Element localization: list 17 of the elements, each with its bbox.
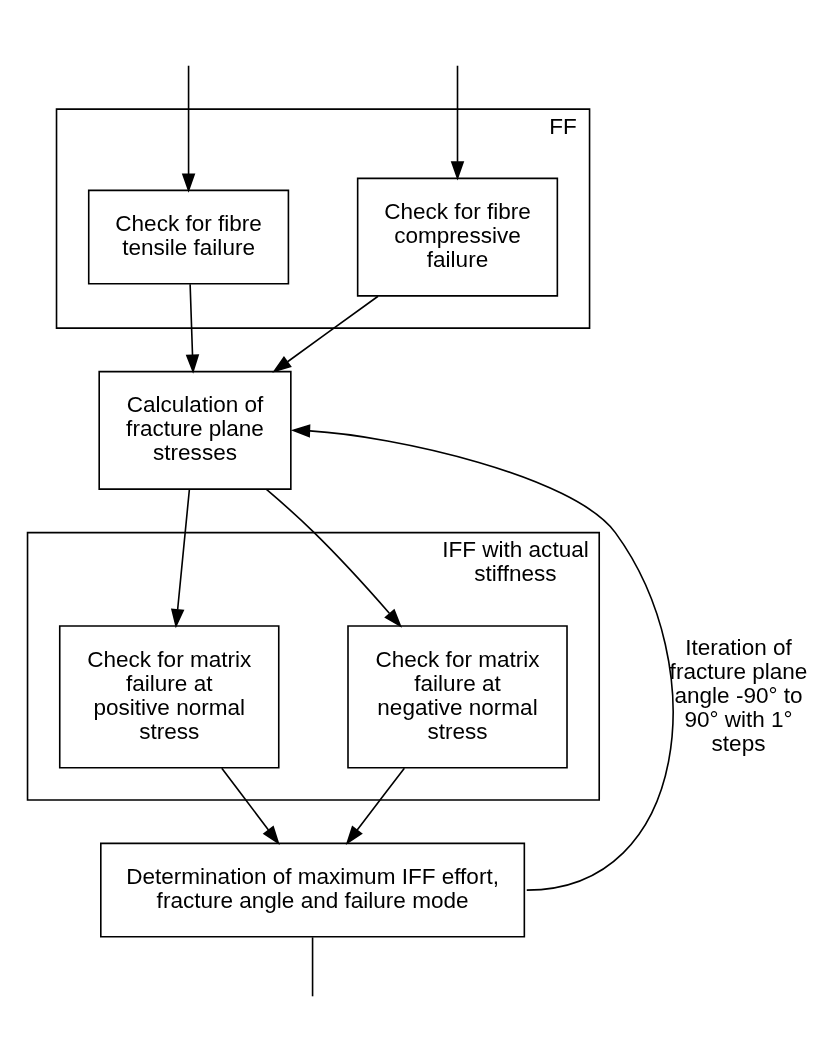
arrow [185, 283, 200, 374]
arrow [450, 64, 465, 181]
arrow [221, 767, 280, 846]
node-box: Check for matrix failure at negative normal stress [347, 625, 568, 769]
node-box: Check for matrix failure at positive normal stress [58, 625, 280, 769]
arrow [181, 64, 196, 193]
arrow [345, 767, 406, 846]
arrow [290, 424, 674, 891]
arrow [272, 295, 379, 373]
edge-label: Iteration of fracture plane angle -90° to 90° with 1° steps [669, 634, 808, 757]
node-box: Determination of maximum IFF effort, fracture angle and failure mode [100, 842, 526, 938]
node-box: Check for fibre compressive failure [356, 177, 559, 297]
arrow [170, 488, 191, 629]
connector [311, 936, 314, 998]
arrow [265, 488, 402, 628]
node-box: Check for fibre tensile failure [87, 189, 290, 285]
node-box: Calculation of fracture plane stresses [98, 370, 292, 490]
